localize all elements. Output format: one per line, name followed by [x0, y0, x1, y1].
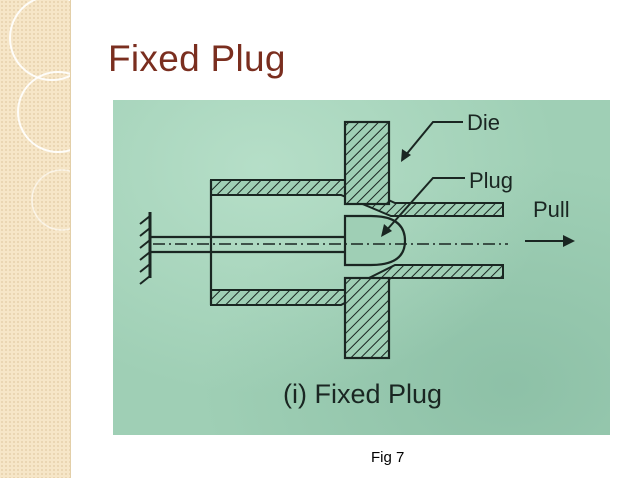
pull-arrow [525, 235, 575, 247]
plug-rod [150, 235, 345, 254]
fixed-plug-diagram: Die Plug Pull (i) Fixed Plug [139, 110, 575, 409]
decorative-circles [9, 0, 70, 231]
diagram-photo: Die Plug Pull (i) Fixed Plug [113, 100, 610, 435]
die-upper [343, 120, 391, 206]
diagram-subcaption: (i) Fixed Plug [283, 379, 442, 409]
figure-caption: Fig 7 [371, 449, 405, 466]
fixed-plug [343, 214, 407, 267]
die-lower [343, 276, 391, 360]
die-label: Die [467, 110, 500, 135]
die-leader [404, 121, 463, 157]
pull-label: Pull [533, 197, 570, 222]
decorative-side-band [0, 0, 71, 478]
slide-title: Fixed Plug [108, 38, 286, 79]
wall-support [139, 212, 152, 285]
plug-label: Plug [469, 168, 513, 193]
plug-leader [384, 177, 465, 233]
